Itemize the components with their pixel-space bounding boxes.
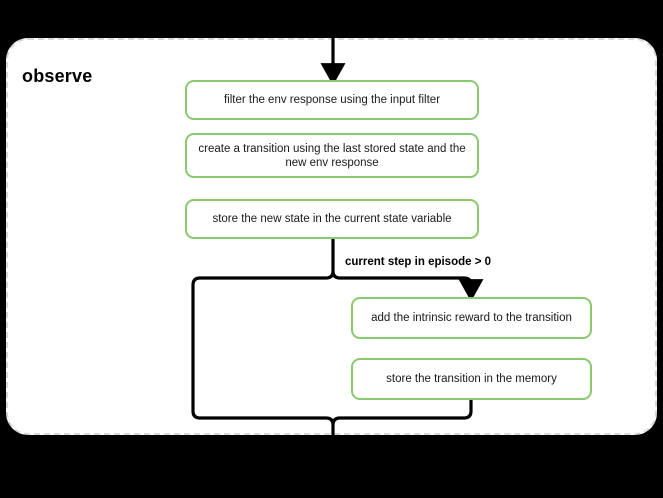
node-add-intrinsic-reward[interactable]: add the intrinsic reward to the transiti… [351,297,592,339]
node-store-transition-memory[interactable]: store the transition in the memory [351,358,592,400]
branch-condition-label: current step in episode > 0 [345,256,492,268]
node-filter-env-response[interactable]: filter the env response using the input … [185,80,479,120]
group-title: observe [22,66,93,86]
node-store-new-state[interactable]: store the new state in the current state… [185,199,479,239]
node-create-transition[interactable]: create a transition using the last store… [185,133,479,178]
